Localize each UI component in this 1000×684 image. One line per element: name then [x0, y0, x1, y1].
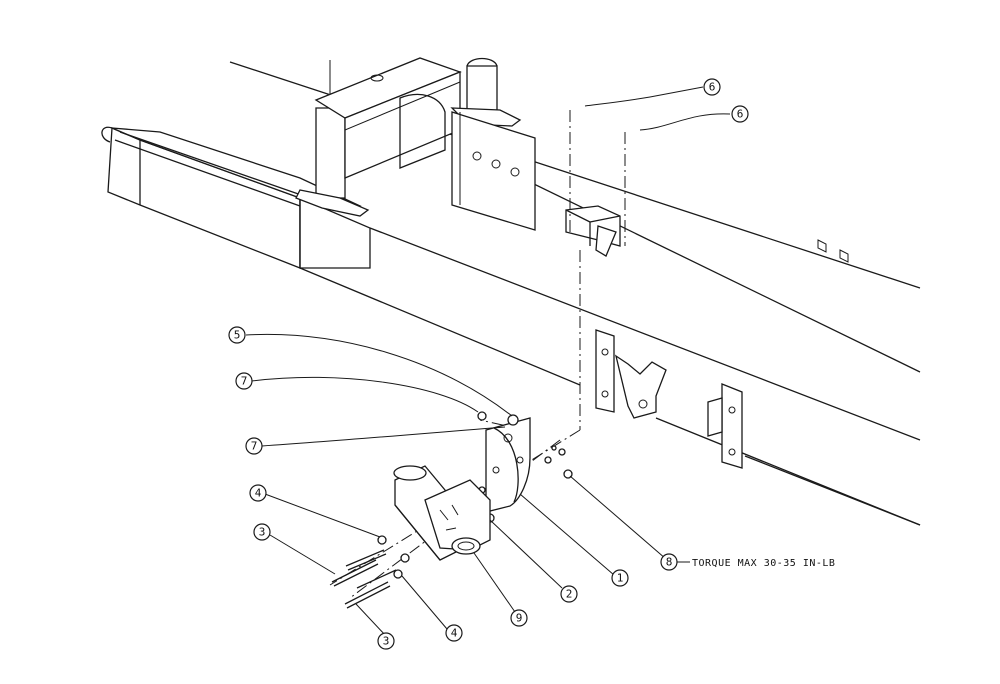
callout-4-upper: 4: [249, 484, 267, 502]
svg-text:3: 3: [383, 635, 390, 648]
mounting-plate: [485, 417, 531, 513]
callout-7-upper: 7: [235, 372, 253, 390]
actuator-motor: [393, 465, 491, 561]
svg-text:4: 4: [451, 627, 458, 640]
callout-3-lower: 3: [377, 632, 395, 650]
callout-8: 8: [660, 553, 678, 571]
callout-5: 5: [228, 326, 246, 344]
svg-text:6: 6: [709, 81, 716, 94]
leader-lines: [245, 86, 731, 637]
svg-text:4: 4: [255, 487, 262, 500]
rail-clips: [595, 329, 743, 469]
callout-1: 1: [611, 569, 629, 587]
svg-text:5: 5: [234, 329, 241, 342]
svg-text:1: 1: [617, 572, 624, 585]
callout-6-left: 6: [703, 78, 721, 96]
svg-text:6: 6: [737, 108, 744, 121]
svg-text:7: 7: [251, 440, 258, 453]
frame-rails: [101, 57, 921, 526]
svg-text:3: 3: [259, 526, 266, 539]
svg-text:2: 2: [566, 588, 573, 601]
callout-7-lower: 7: [245, 437, 263, 455]
callout-9: 9: [510, 609, 528, 627]
svg-text:7: 7: [241, 375, 248, 388]
svg-text:9: 9: [516, 612, 523, 625]
callout-3-upper: 3: [253, 523, 271, 541]
svg-text:8: 8: [666, 556, 673, 569]
upper-saddle-bracket: [565, 205, 621, 257]
callout-6-right: 6: [731, 105, 749, 123]
callout-2: 2: [560, 585, 578, 603]
torque-note: TORQUE MAX 30-35 IN-LB: [692, 558, 835, 569]
callout-4-lower: 4: [445, 624, 463, 642]
